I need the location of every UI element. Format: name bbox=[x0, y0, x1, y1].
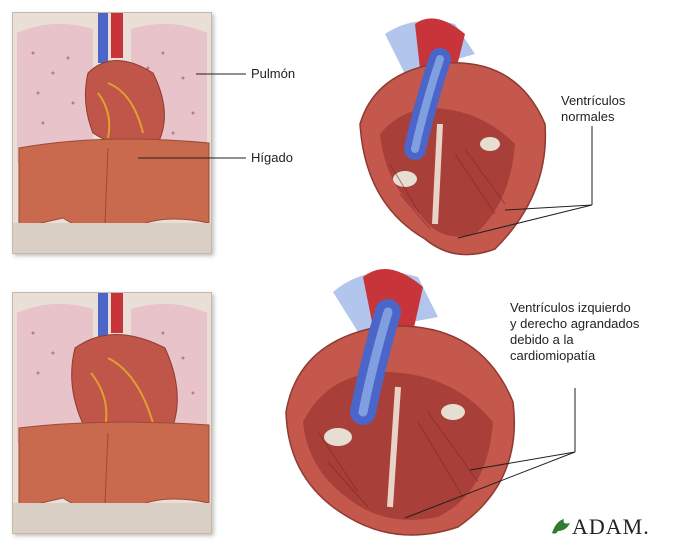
adam-logo: ADAM. bbox=[550, 514, 650, 540]
logo-text: ADAM. bbox=[572, 514, 650, 539]
adam-leaf-icon bbox=[550, 515, 572, 537]
